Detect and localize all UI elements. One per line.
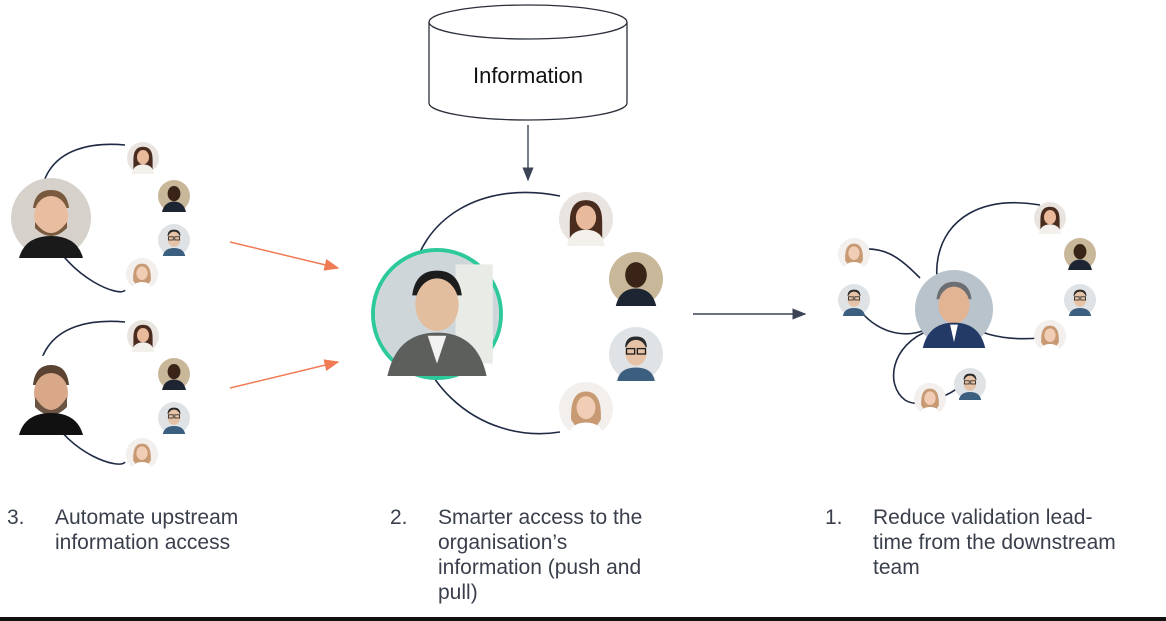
- member-avatar: [609, 252, 663, 306]
- step-text-line: time from the downstream: [873, 531, 1116, 554]
- member-avatar: [158, 358, 190, 390]
- step-number: 2.: [390, 506, 408, 529]
- upstream-lead-avatar-1: [11, 178, 91, 258]
- member-avatar: [126, 258, 158, 290]
- upstream-lead-avatar-2: [11, 355, 91, 435]
- step-text-line: information access: [55, 531, 231, 554]
- member-avatar: [1064, 238, 1096, 270]
- upstream-arrow-bottom: [229, 359, 340, 389]
- bottom-separator: [0, 617, 1166, 621]
- downstream-cluster: [838, 202, 1096, 415]
- upstream-arrow-top: [229, 241, 340, 271]
- member-avatar: [127, 320, 159, 352]
- member-avatar: [1034, 202, 1066, 234]
- member-avatar: [559, 382, 613, 436]
- member-avatar: [127, 142, 159, 174]
- step-text-line: pull): [438, 581, 478, 604]
- information-database: Information: [428, 4, 628, 121]
- member-avatar: [126, 438, 158, 470]
- hub-cluster: [371, 191, 663, 436]
- step-text-line: Automate upstream: [55, 506, 239, 529]
- step-number: 1.: [825, 506, 843, 529]
- step-number: 3.: [7, 506, 25, 529]
- step-text-line: team: [873, 556, 920, 579]
- member-avatar: [838, 238, 870, 270]
- step-text-line: Reduce validation lead-: [873, 506, 1093, 529]
- member-avatar: [914, 383, 946, 415]
- upstream-cluster-bottom: [11, 320, 190, 470]
- step-text-line: information (push and: [438, 556, 642, 579]
- member-avatar: [609, 327, 663, 381]
- downstream-lead-avatar: [915, 270, 993, 348]
- member-avatar: [1034, 320, 1066, 352]
- member-avatar: [1064, 284, 1096, 316]
- step-text-line: Smarter access to the: [438, 506, 643, 529]
- member-avatar: [158, 224, 190, 256]
- database-label: Information: [473, 63, 583, 88]
- member-avatar: [158, 180, 190, 212]
- member-avatar: [954, 368, 986, 400]
- upstream-cluster-top: [11, 142, 190, 293]
- member-avatar: [158, 402, 190, 434]
- hub-person-avatar: [375, 252, 499, 376]
- member-avatar: [838, 284, 870, 316]
- member-avatar: [559, 192, 613, 246]
- step-text-line: organisation’s: [438, 531, 568, 554]
